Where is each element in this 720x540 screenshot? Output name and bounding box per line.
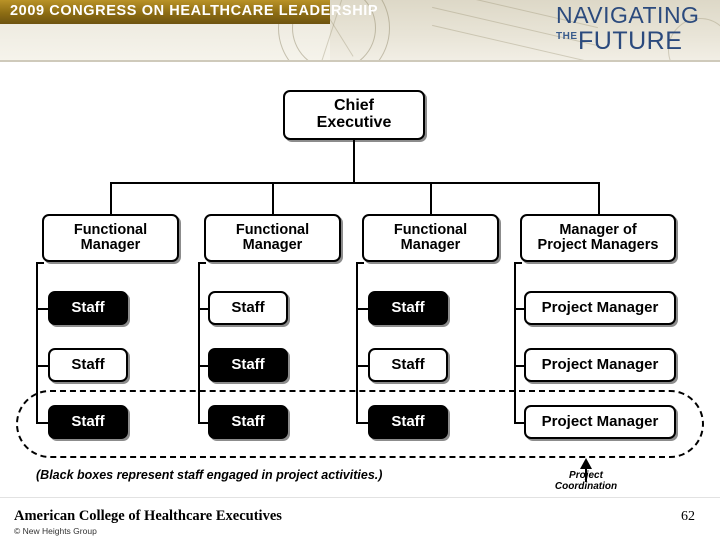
connector-spine-1 [36, 262, 38, 422]
decorative-circle-icon [278, 0, 390, 62]
connector-spine-1-r2 [36, 365, 50, 367]
node-functional-manager-1: Functional Manager [42, 214, 179, 262]
node-staff-c3r3: Staff [368, 405, 448, 439]
coordination-arrow-icon [580, 458, 592, 469]
connector-spine-4-top [514, 262, 522, 264]
node-staff-c2r3: Staff [208, 405, 288, 439]
connector-spine-2-r2 [198, 365, 212, 367]
project-coordination-oval [16, 390, 704, 458]
connector-spine-1-top [36, 262, 44, 264]
connector-spine-2-top [198, 262, 206, 264]
connector-spine-4 [514, 262, 516, 422]
coordination-label-line2: Coordination [554, 481, 618, 492]
connector-bus [110, 182, 598, 184]
node-staff-c3r1: Staff [368, 291, 448, 325]
navigating-wordmark: NAVIGATING [556, 2, 700, 28]
node-chief-executive-line2: Executive [316, 114, 392, 131]
node-staff-c2r1: Staff [208, 291, 288, 325]
footer-divider [0, 497, 720, 498]
connector-spine-2 [198, 262, 200, 422]
slide-header: 2009 CONGRESS ON HEALTHCARE LEADERSHIP N… [0, 0, 720, 62]
connector-spine-4-r3 [514, 422, 528, 424]
node-staff-c1r2: Staff [48, 348, 128, 382]
node-staff-c3r2: Staff [368, 348, 448, 382]
coordination-arrow-stem [585, 468, 587, 482]
congress-title: 2009 CONGRESS ON HEALTHCARE LEADERSHIP [10, 3, 379, 19]
connector-to-fm1 [110, 182, 112, 214]
node-functional-manager-2-line2: Manager [242, 237, 303, 253]
decorative-circle-inner-icon [292, 0, 376, 62]
connector-spine-4-r1 [514, 308, 528, 310]
connector-spine-3-r2 [356, 365, 370, 367]
node-project-manager-c4r1: Project Manager [524, 291, 676, 325]
connector-spine-1-r1 [36, 308, 50, 310]
congress-title-bar [0, 0, 330, 24]
node-functional-manager-2: Functional Manager [204, 214, 341, 262]
connector-spine-2-r1 [198, 308, 212, 310]
connector-spine-3 [356, 262, 358, 422]
footer-organization: American College of Healthcare Executive… [14, 508, 282, 524]
org-chart: Chief Executive Functional Manager Funct… [0, 70, 720, 495]
node-chief-executive: Chief Executive [283, 90, 425, 140]
node-manager-of-project-managers-line1: Manager of [559, 221, 637, 238]
header-divider [0, 60, 720, 62]
connector-spine-3-r3 [356, 422, 370, 424]
coordination-label-line1: Project [569, 470, 603, 481]
page-number: 62 [681, 509, 695, 524]
node-functional-manager-2-line1: Functional [235, 221, 310, 238]
node-chief-executive-line1: Chief [334, 97, 374, 115]
node-staff-c2r2: Staff [208, 348, 288, 382]
connector-spine-3-r1 [356, 308, 370, 310]
connector-spine-2-r3 [198, 422, 212, 424]
coordination-label: Project Coordination [541, 470, 631, 492]
node-functional-manager-3: Functional Manager [362, 214, 499, 262]
decorative-circle-right-icon [668, 18, 720, 62]
connector-spine-3-top [356, 262, 364, 264]
header-background-right [330, 0, 720, 62]
node-functional-manager-3-line1: Functional [393, 221, 468, 238]
node-manager-of-project-managers: Manager of Project Managers [520, 214, 676, 262]
connector-to-fm2 [272, 182, 274, 214]
legend-note: (Black boxes represent staff engaged in … [36, 468, 383, 482]
node-manager-of-project-managers-line2: Project Managers [537, 237, 659, 253]
future-wordmark: FUTURE [578, 27, 683, 55]
connector-to-fm4 [598, 182, 600, 214]
connector-to-fm3 [430, 182, 432, 214]
connector-spine-4-r2 [514, 365, 528, 367]
node-functional-manager-3-line2: Manager [400, 237, 461, 253]
footer-copyright: © New Heights Group [14, 526, 97, 536]
connector-ceo-down [353, 140, 355, 182]
node-staff-c1r1: Staff [48, 291, 128, 325]
node-functional-manager-1-line1: Functional [73, 221, 148, 238]
node-project-manager-c4r2: Project Manager [524, 348, 676, 382]
the-wordmark: THE [556, 31, 578, 42]
node-functional-manager-1-line2: Manager [80, 237, 141, 253]
